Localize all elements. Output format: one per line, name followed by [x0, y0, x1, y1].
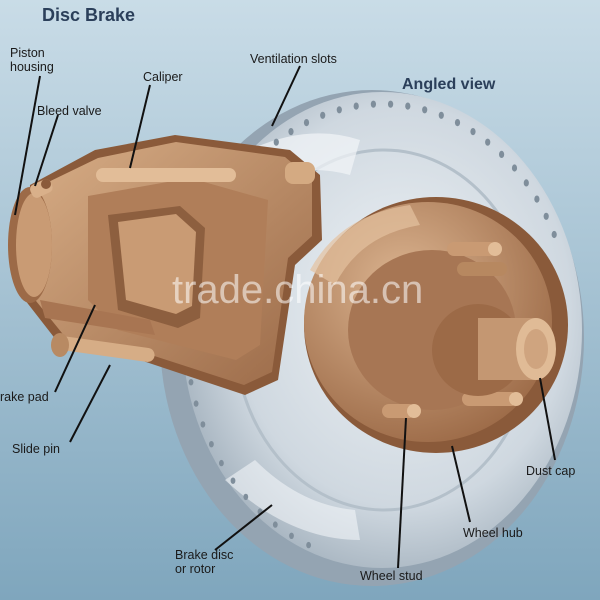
ventilation-slot	[320, 111, 326, 119]
label-wheel-stud: Wheel stud	[360, 569, 423, 583]
label-bleed-valve: Bleed valve	[37, 104, 102, 118]
ventilation-slot	[370, 100, 376, 108]
ventilation-slot	[243, 493, 249, 501]
ventilation-slot	[289, 532, 294, 539]
brake-pad	[40, 300, 155, 335]
ventilation-slot	[454, 119, 461, 127]
ventilation-slot	[230, 477, 236, 484]
ventilation-slot	[209, 441, 214, 448]
ventilation-slot	[551, 230, 557, 239]
ventilation-slot	[499, 150, 505, 158]
label-brake-disc: Brake disc or rotor	[175, 548, 233, 576]
caliper	[25, 135, 322, 395]
label-brake-disc-line1: Brake disc	[175, 548, 234, 562]
ventilation-slot	[353, 102, 359, 110]
label-piston-housing-line2: housing	[10, 60, 54, 74]
ventilation-slot	[534, 195, 540, 203]
piston-housing	[8, 187, 52, 303]
ventilation-slot	[511, 164, 518, 172]
ventilation-slot	[485, 138, 491, 146]
ventilation-slot	[388, 100, 394, 108]
label-slide-pin: Slide pin	[12, 442, 60, 456]
label-dust-cap: Dust cap	[526, 464, 576, 478]
dust-cap	[432, 304, 556, 396]
label-ventilation-slots: Ventilation slots	[250, 52, 337, 66]
ventilation-slot	[272, 521, 278, 528]
slide-pin	[51, 333, 155, 362]
label-brake-pad: rake pad	[0, 390, 49, 404]
label-piston-housing: Piston housing	[10, 46, 54, 74]
view-subtitle: Angled view	[402, 76, 496, 93]
ventilation-slot	[336, 106, 342, 114]
ventilation-slot	[303, 119, 310, 127]
ventilation-slot	[543, 212, 549, 220]
ventilation-slot	[470, 128, 476, 136]
label-brake-disc-line2: or rotor	[175, 562, 216, 576]
ventilation-slot	[188, 379, 194, 386]
ventilation-slot	[273, 138, 279, 146]
label-wheel-hub: Wheel hub	[463, 526, 523, 540]
ventilation-slot	[200, 421, 206, 428]
ventilation-slot	[219, 459, 224, 467]
ventilation-slot	[523, 179, 529, 187]
ventilation-slot	[438, 111, 444, 119]
wheel-studs	[382, 242, 523, 418]
label-caliper: Caliper	[143, 70, 183, 84]
ventilation-slot	[405, 102, 411, 110]
label-piston-housing-line1: Piston	[10, 46, 45, 60]
ventilation-slot	[306, 541, 311, 549]
ventilation-slot	[422, 106, 428, 114]
ventilation-slot	[288, 128, 294, 136]
diagram-title: Disc Brake	[42, 5, 136, 25]
watermark: trade.china.cn	[172, 268, 424, 312]
leader-lines	[14, 65, 556, 569]
ventilation-slot	[193, 400, 199, 407]
